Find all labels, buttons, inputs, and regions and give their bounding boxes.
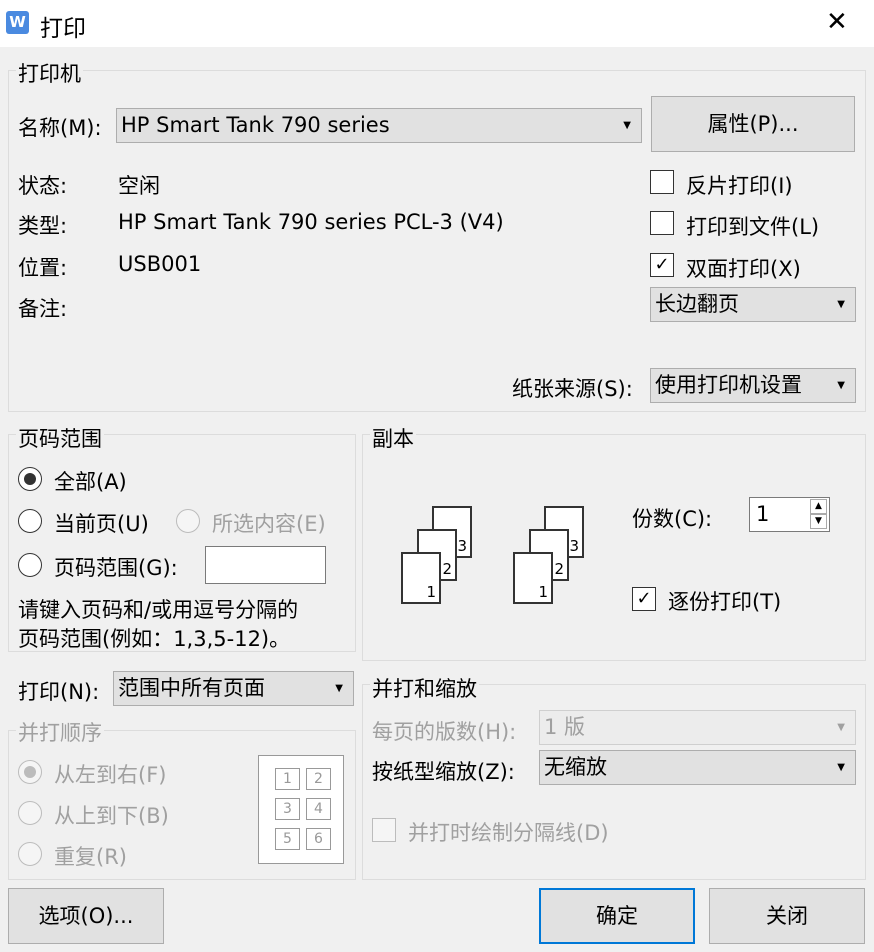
range-hint-1: 请键入页码和/或用逗号分隔的: [18, 598, 299, 622]
paper-source-select[interactable]: 使用打印机设置 ▼: [650, 368, 856, 403]
page-icon: 1: [401, 552, 441, 604]
grid-cell: 3: [275, 798, 300, 820]
print-what-value: 范围中所有页面: [118, 676, 265, 700]
zoom-legend: 并打和缩放: [370, 673, 479, 703]
chevron-down-icon: ▼: [335, 683, 343, 694]
reverse-label: 反片打印(I): [686, 174, 793, 198]
pages-per-sheet-value: 1 版: [544, 715, 586, 739]
printer-select[interactable]: HP Smart Tank 790 series ▼: [116, 108, 642, 143]
scale-value: 无缩放: [544, 755, 607, 779]
name-label: 名称(M):: [18, 116, 102, 140]
paper-source-value: 使用打印机设置: [655, 373, 802, 397]
top-to-bottom-radio[interactable]: [18, 801, 42, 825]
chevron-down-icon: ▼: [837, 722, 845, 733]
title-bar: W 打印 ✕: [0, 0, 874, 47]
chevron-down-icon: ▼: [837, 380, 845, 391]
page-icon: 1: [513, 552, 553, 604]
duplex-label: 双面打印(X): [686, 257, 801, 281]
repeat-label: 重复(R): [54, 845, 127, 869]
status-label: 状态:: [18, 174, 68, 198]
pages-per-sheet-label: 每页的版数(H):: [372, 720, 517, 744]
chevron-down-icon: ▼: [837, 299, 845, 310]
left-to-right-radio[interactable]: [18, 760, 42, 784]
status-value: 空闲: [118, 174, 160, 198]
order-preview: 1 2 3 4 5 6: [258, 755, 344, 864]
top-to-bottom-label: 从上到下(B): [54, 804, 169, 828]
zoom-group: [362, 684, 866, 880]
grid-cell: 6: [306, 828, 331, 850]
duplex-checkbox[interactable]: ✓: [650, 253, 674, 277]
grid-cell: 2: [306, 768, 331, 790]
spin-down-icon[interactable]: ▼: [810, 514, 827, 529]
spin-up-icon[interactable]: ▲: [810, 499, 827, 514]
comment-label: 备注:: [18, 297, 68, 321]
collate-checkbox[interactable]: ✓: [632, 587, 656, 611]
location-value: USB001: [118, 252, 202, 276]
location-label: 位置:: [18, 256, 68, 280]
chevron-down-icon: ▼: [837, 762, 845, 773]
range-hint-2: 页码范围(例如：1,3,5-12)。: [18, 627, 291, 651]
order-legend: 并打顺序: [16, 717, 104, 747]
print-to-file-checkbox[interactable]: [650, 211, 674, 235]
duplex-mode-value: 长边翻页: [655, 292, 739, 316]
separator-label: 并打时绘制分隔线(D): [408, 821, 609, 845]
printer-value: HP Smart Tank 790 series: [121, 113, 390, 137]
current-page-radio[interactable]: [18, 509, 42, 533]
grid-cell: 5: [275, 828, 300, 850]
separator-checkbox[interactable]: [372, 818, 396, 842]
scale-select[interactable]: 无缩放 ▼: [539, 750, 856, 785]
copies-group: [362, 434, 866, 661]
type-label: 类型:: [18, 214, 68, 238]
close-icon[interactable]: ✕: [826, 7, 848, 37]
grid-cell: 1: [275, 768, 300, 790]
ok-button[interactable]: 确定: [539, 888, 695, 944]
selection-radio[interactable]: [176, 509, 200, 533]
paper-source-label: 纸张来源(S):: [512, 377, 633, 401]
printer-group: [8, 70, 866, 412]
print-what-select[interactable]: 范围中所有页面 ▼: [113, 671, 354, 706]
repeat-radio[interactable]: [18, 842, 42, 866]
grid-cell: 4: [306, 798, 331, 820]
app-icon: W: [6, 11, 29, 34]
page-range-label: 页码范围(G):: [54, 556, 178, 580]
page-range-legend: 页码范围: [16, 423, 104, 453]
page-range-group: [8, 434, 356, 652]
duplex-mode-select[interactable]: 长边翻页 ▼: [650, 287, 856, 322]
close-button[interactable]: 关闭: [709, 888, 865, 944]
order-group: [8, 730, 356, 880]
copies-label: 份数(C):: [632, 507, 713, 531]
window-title: 打印: [40, 16, 86, 42]
copies-legend: 副本: [370, 423, 416, 453]
chevron-down-icon: ▼: [623, 120, 631, 131]
print-to-file-label: 打印到文件(L): [686, 215, 820, 239]
pages-per-sheet-select[interactable]: 1 版 ▼: [539, 710, 856, 745]
printer-legend: 打印机: [16, 58, 83, 88]
collate-label: 逐份打印(T): [668, 590, 782, 614]
copies-value: 1: [756, 502, 770, 526]
current-page-label: 当前页(U): [54, 512, 149, 536]
reverse-checkbox[interactable]: [650, 170, 674, 194]
all-radio[interactable]: [18, 467, 42, 491]
print-what-label: 打印(N):: [18, 680, 100, 704]
type-value: HP Smart Tank 790 series PCL-3 (V4): [118, 210, 504, 234]
all-label: 全部(A): [54, 470, 127, 494]
scale-label: 按纸型缩放(Z):: [372, 760, 515, 784]
page-range-radio[interactable]: [18, 553, 42, 577]
options-button[interactable]: 选项(O)...: [8, 888, 164, 944]
copies-spinner[interactable]: 1 ▲ ▼: [749, 497, 830, 532]
selection-label: 所选内容(E): [212, 512, 326, 536]
left-to-right-label: 从左到右(F): [54, 763, 167, 787]
properties-button[interactable]: 属性(P)...: [651, 96, 855, 152]
page-range-input[interactable]: [205, 546, 326, 584]
